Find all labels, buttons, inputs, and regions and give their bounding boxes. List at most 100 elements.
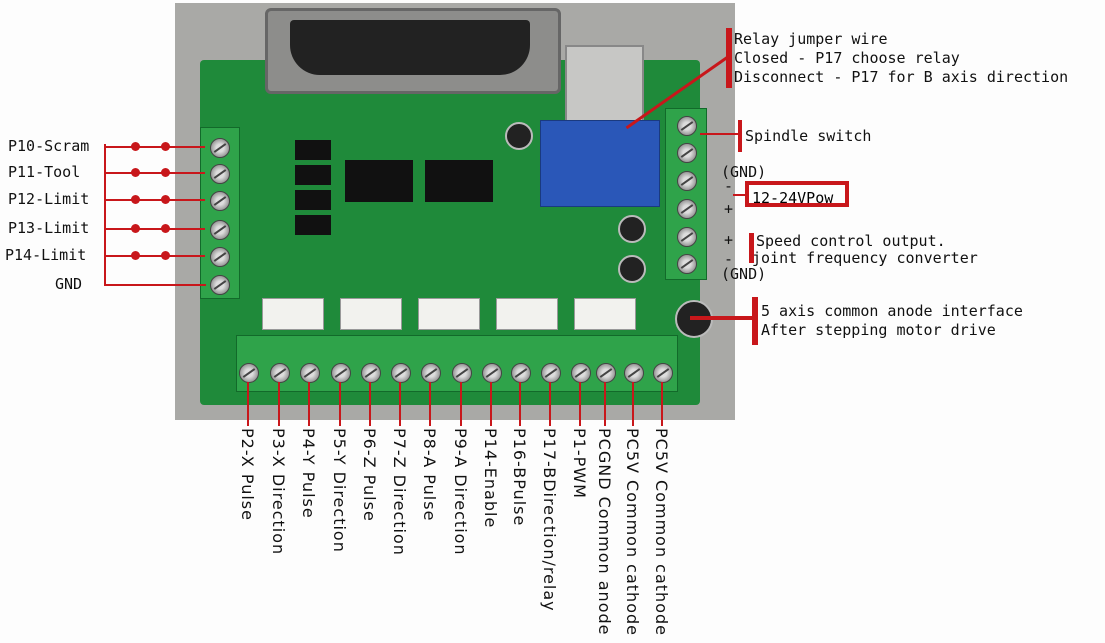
annotation-bracket — [726, 28, 732, 88]
db25-connector-shell — [290, 20, 530, 75]
annotation-line — [519, 382, 521, 426]
terminal-screw — [210, 275, 230, 295]
terminal-screw — [239, 363, 259, 383]
annotation-bracket — [738, 120, 742, 152]
pin-label: P7-Z Direction — [390, 428, 409, 556]
terminal-screw — [482, 363, 502, 383]
annotation-line — [429, 382, 431, 426]
pin-label: P1-PWM — [570, 428, 589, 499]
relay-jumper-title: Relay jumper wire — [734, 30, 888, 48]
pin-label: PC5V Common cathode — [623, 428, 642, 636]
wire-dot — [161, 195, 170, 204]
wire-dot — [131, 142, 140, 151]
wire-dot — [161, 168, 170, 177]
terminal-screw — [331, 363, 351, 383]
gnd-bottom-label: (GND) — [721, 265, 767, 283]
pin-label: P16-BPulse — [510, 428, 529, 527]
frequency-converter-label: joint frequency converter — [752, 249, 978, 267]
pin-label: PC5V Common cathode — [652, 428, 671, 636]
terminal-screw — [571, 363, 591, 383]
terminal-screw — [210, 164, 230, 184]
annotation-line — [700, 133, 738, 135]
pin-label: P14-Enable — [481, 428, 500, 529]
pin-label: P8-A Pulse — [420, 428, 439, 522]
annotation-line — [104, 284, 206, 286]
terminal-screw — [511, 363, 531, 383]
annotation-line — [278, 382, 280, 426]
pin-label: P2-X Pulse — [238, 428, 257, 521]
annotation-line — [105, 172, 205, 174]
terminal-screw — [270, 363, 290, 383]
terminal-screw — [653, 363, 673, 383]
terminal-screw — [677, 254, 697, 274]
terminal-screw — [210, 138, 230, 158]
terminal-block-right — [665, 108, 707, 280]
stepper-drive-label: After stepping motor drive — [761, 321, 996, 339]
pin-header-y — [340, 298, 402, 330]
pin-label: P3-X Direction — [269, 428, 288, 556]
minus-label: - — [724, 250, 734, 268]
terminal-screw — [210, 220, 230, 240]
pin-label: P6-Z Pulse — [360, 428, 379, 522]
wire-dot — [131, 168, 140, 177]
terminal-screw — [677, 171, 697, 191]
label-p10: P10-Scram — [8, 137, 90, 155]
label-p11: P11-Tool — [8, 163, 81, 181]
pin-label: P9-A Direction — [451, 428, 470, 556]
relay-jumper-disconnect: Disconnect - P17 for B axis direction — [734, 68, 1069, 86]
terminal-screw — [452, 363, 472, 383]
annotation-line — [549, 382, 551, 426]
usb-connector — [565, 45, 644, 124]
optocoupler — [295, 140, 331, 160]
power-label: 12-24VPow — [752, 189, 834, 207]
relay-jumper-closed: Closed - P17 choose relay — [734, 49, 960, 67]
annotation-line — [579, 382, 581, 426]
terminal-screw — [677, 227, 697, 247]
ic-chip — [345, 160, 413, 202]
plus-label: + — [724, 200, 734, 218]
wire-dot — [131, 195, 140, 204]
optocoupler — [295, 165, 331, 185]
terminal-screw — [596, 363, 616, 383]
annotation-line — [247, 382, 249, 426]
pin-label: P17-BDirection/relay — [540, 428, 559, 612]
ic-chip — [425, 160, 493, 202]
annotation-line — [460, 382, 462, 426]
annotation-bracket — [752, 297, 758, 345]
terminal-screw — [677, 199, 697, 219]
wire-dot — [131, 251, 140, 260]
annotation-line — [339, 382, 341, 426]
label-p13: P13-Limit — [8, 219, 90, 237]
terminal-screw — [361, 363, 381, 383]
annotation-line — [105, 199, 205, 201]
annotation-line — [632, 382, 634, 426]
annotation-line — [308, 382, 310, 426]
label-p14: P14-Limit — [5, 246, 87, 264]
power-input-box: 12-24VPow — [745, 181, 849, 207]
plus-label: + — [724, 231, 734, 249]
terminal-screw — [391, 363, 411, 383]
annotation-line — [661, 382, 663, 426]
pin-header-x — [262, 298, 324, 330]
terminal-screw — [210, 247, 230, 267]
capacitor — [618, 255, 646, 283]
pin-label: P5-Y Direction — [330, 428, 349, 553]
speed-control-label: Speed control output. — [756, 232, 946, 250]
capacitor — [505, 122, 533, 150]
pin-header-z — [418, 298, 480, 330]
pin-header-a — [496, 298, 558, 330]
wire-dot — [161, 142, 170, 151]
capacitor — [618, 215, 646, 243]
label-p12: P12-Limit — [8, 190, 90, 208]
annotation-line — [105, 228, 205, 230]
annotation-line — [399, 382, 401, 426]
annotation-line — [604, 382, 606, 426]
wire-dot — [161, 224, 170, 233]
annotation-line — [369, 382, 371, 426]
wire-dot — [131, 224, 140, 233]
terminal-screw — [300, 363, 320, 383]
pin-header-b — [574, 298, 636, 330]
terminal-screw — [624, 363, 644, 383]
annotation-line — [733, 194, 747, 196]
